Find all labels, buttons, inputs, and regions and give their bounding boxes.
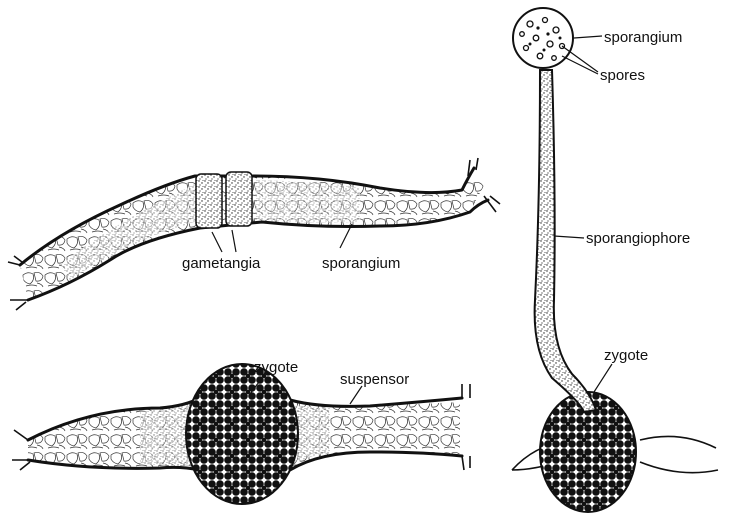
- sporangiophore-leader: [554, 236, 584, 238]
- gametangia-label: gametangia: [182, 255, 261, 272]
- top-sporangium-leader: [574, 36, 602, 38]
- gametangium-right: [226, 172, 252, 226]
- spores-label: spores: [600, 67, 645, 84]
- gametangium-left: [196, 174, 222, 228]
- zygote-right-hypha-right: [640, 436, 718, 472]
- zygote-right-leader: [594, 364, 612, 392]
- zygote-stage: zygote suspensor: [12, 359, 470, 504]
- bottom-right-stub: [462, 384, 470, 470]
- suspensor-label: suspensor: [340, 371, 409, 388]
- sporangiophore-label: sporangiophore: [586, 230, 690, 247]
- zygote-bottom-label: zygote: [254, 359, 298, 376]
- sporangium-head: [513, 8, 573, 68]
- suspensor-leader: [350, 386, 362, 404]
- top-sporangium-label: sporangium: [604, 29, 682, 46]
- bottom-left-stub: [12, 430, 30, 470]
- zygote-bottom: [186, 364, 298, 504]
- spores-leader: [562, 46, 598, 74]
- gametangia-leader: [212, 230, 236, 252]
- zygote-right-label: zygote: [604, 347, 648, 364]
- gametangia-stage: gametangia sporangium: [8, 158, 500, 310]
- left-hypha-body: [20, 176, 486, 300]
- sporangium-left-label: sporangium: [322, 255, 400, 272]
- right-hypha-stipple: [255, 180, 360, 223]
- germination-stage: sporangium spores sporangiophore zygote: [512, 8, 718, 512]
